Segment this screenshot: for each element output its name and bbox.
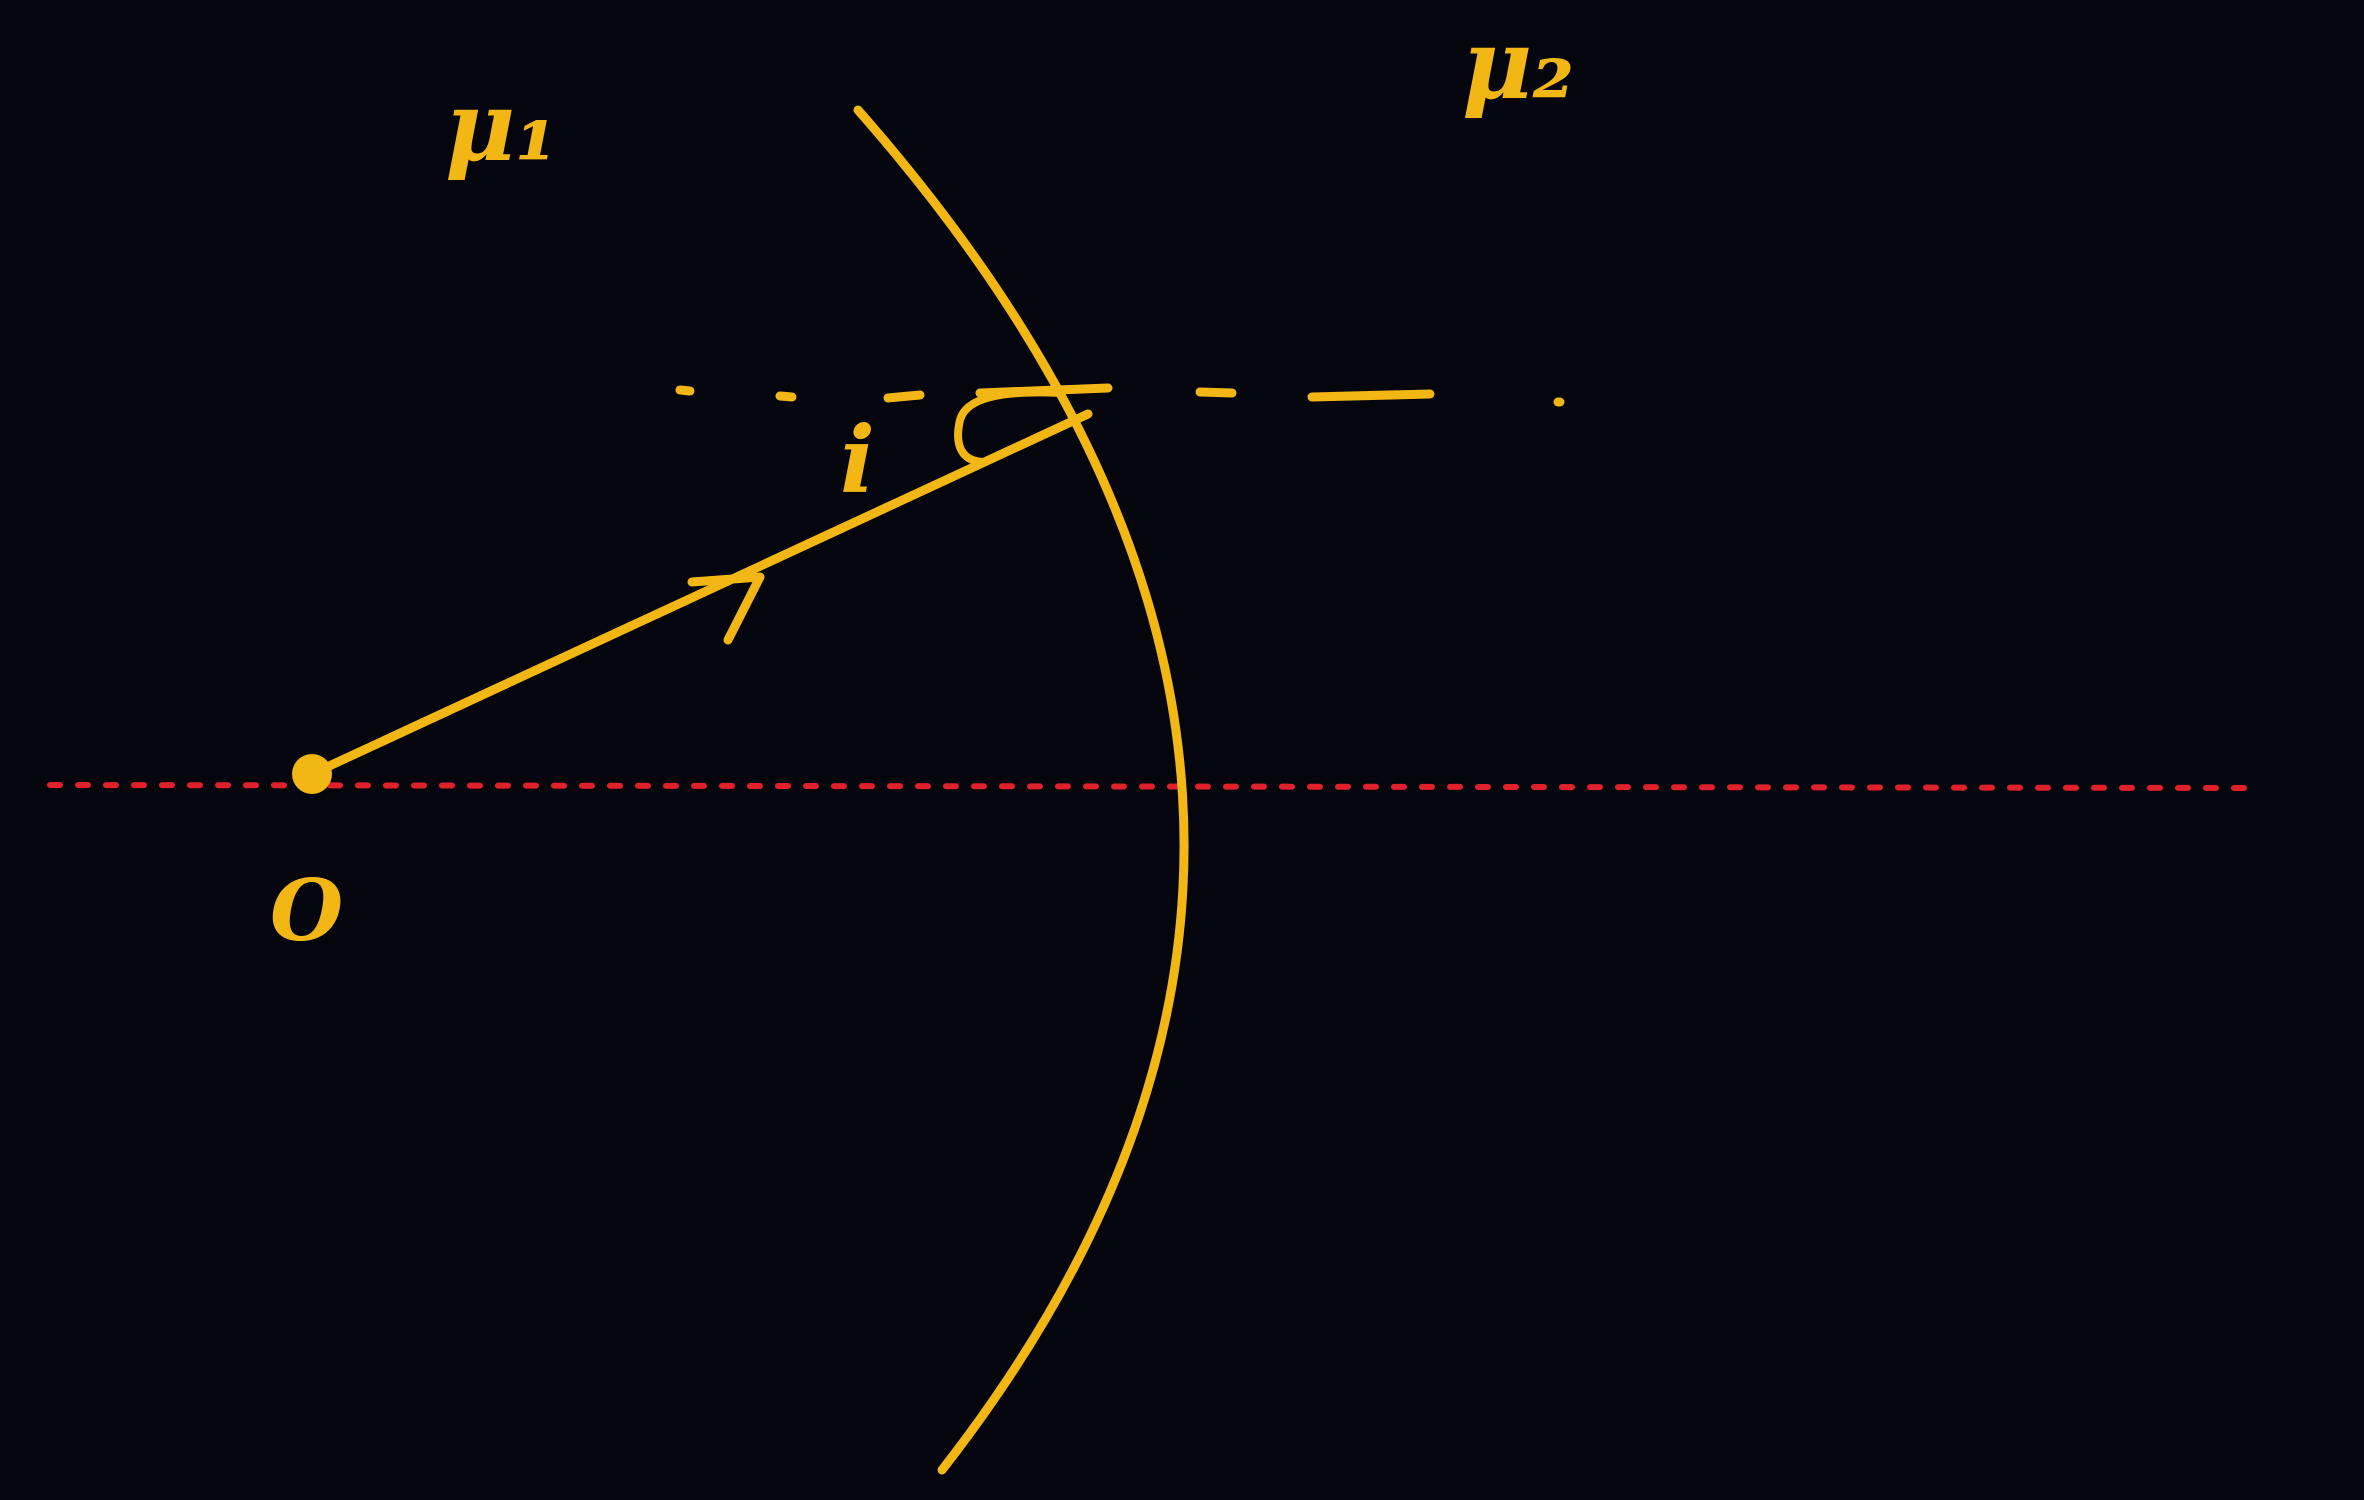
principal-axis [47, 782, 2261, 791]
angle-label: i [840, 406, 875, 514]
angle-arc [954, 388, 1066, 466]
medium-1-label: μ₁ [445, 70, 557, 183]
object-label: O [270, 861, 343, 960]
refracting-surface [853, 105, 1189, 1475]
ray-arrow-icon [687, 572, 765, 645]
normal-line [675, 383, 1565, 407]
object-point [292, 754, 332, 794]
incident-ray [307, 409, 1093, 779]
medium-2-label: μ₂ [1462, 8, 1574, 121]
